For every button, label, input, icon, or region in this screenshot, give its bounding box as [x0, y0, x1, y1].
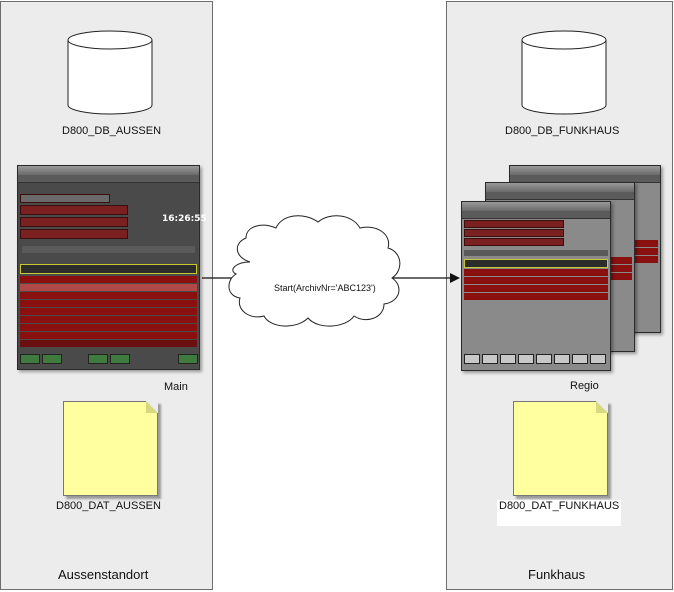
playlist-row [464, 285, 608, 292]
folder-label-aussen: D800_DAT_AUSSEN [56, 500, 161, 512]
playlist-row [20, 316, 197, 323]
clock-display: 16:26:55 [162, 214, 207, 224]
player-bar [464, 238, 564, 246]
app-button [20, 354, 40, 364]
playlist-row-active [464, 259, 608, 268]
app-button [572, 354, 588, 364]
db-label-aussen: D800_DB_AUSSEN [62, 125, 162, 137]
player-bar [20, 229, 128, 239]
app-button [42, 354, 62, 364]
database-icon-funkhaus [521, 30, 607, 115]
cloud-shape [228, 215, 401, 327]
panel-title-aussen: Aussenstandort [58, 567, 149, 582]
app-button [482, 354, 498, 364]
app-button [178, 354, 198, 364]
player-bar [464, 229, 564, 237]
playlist-row [20, 324, 197, 331]
playlist-row [20, 276, 197, 283]
db-label-funkhaus: D800_DB_FUNKHAUS [505, 125, 620, 137]
app-button [464, 354, 480, 364]
folder-icon-aussen [63, 401, 158, 496]
panel-title-funkhaus: Funkhaus [528, 567, 586, 582]
app-label-regio: Regio [570, 380, 599, 392]
playlist-row-active [20, 264, 197, 274]
player-bar [20, 205, 128, 215]
playlist-row [20, 340, 197, 347]
playlist-row [20, 284, 197, 291]
app-button [590, 354, 606, 364]
database-icon-aussen [67, 30, 153, 115]
playlist-row [464, 269, 608, 276]
app-button [110, 354, 130, 364]
app-label-main: Main [164, 381, 188, 393]
app-button [554, 354, 570, 364]
playlist-row [20, 308, 197, 315]
playlist-row [20, 300, 197, 307]
folder-icon-funkhaus [513, 401, 608, 496]
app-button [88, 354, 108, 364]
player-bar [464, 220, 564, 228]
playlist-row [20, 292, 197, 299]
player-bar [20, 217, 128, 227]
app-button [500, 354, 516, 364]
playlist-row [464, 277, 608, 284]
app-button [518, 354, 534, 364]
app-titlebar [18, 166, 199, 175]
playlist-row [20, 332, 197, 339]
folder-label-funkhaus: D800_DAT_FUNKHAUS [497, 500, 622, 526]
app-titlebar [462, 202, 610, 211]
app-toolbar [18, 175, 199, 183]
app-window-regio [461, 201, 611, 371]
app-button [536, 354, 552, 364]
connection-label: Start(ArchivNr='ABC123') [274, 283, 376, 293]
app-window-main: 16:26:55 [17, 165, 207, 370]
app-toolbar [462, 211, 610, 219]
playlist-row [464, 293, 608, 300]
